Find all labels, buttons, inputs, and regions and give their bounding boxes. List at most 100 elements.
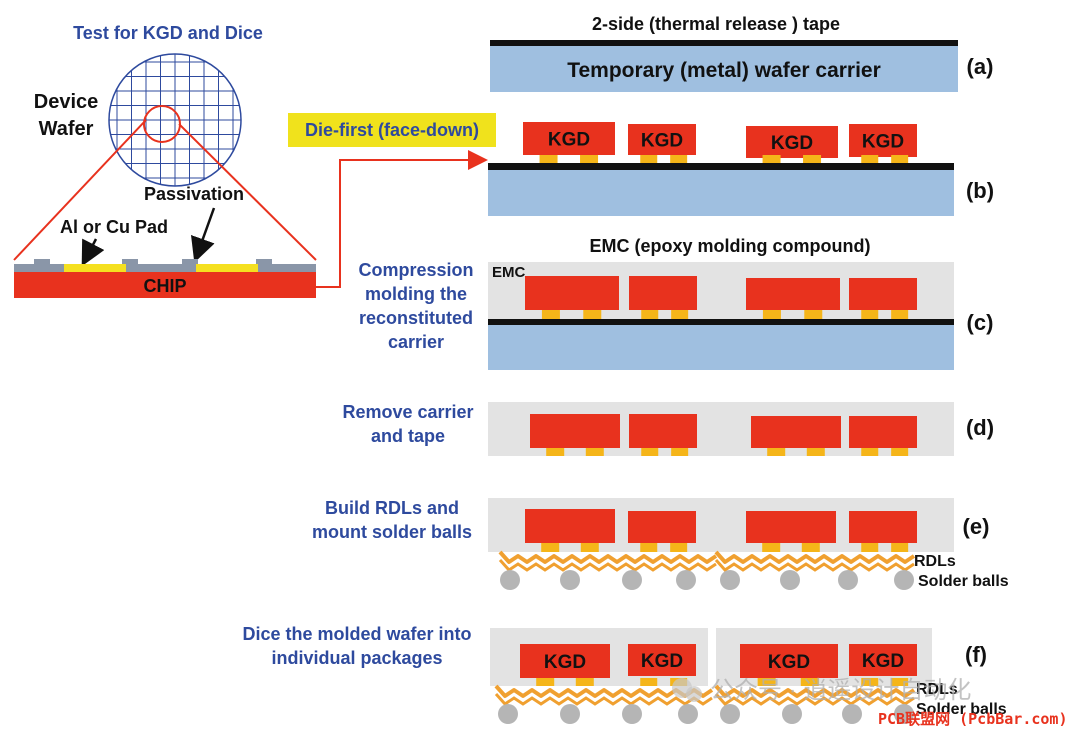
- kgd-die: [523, 122, 615, 155]
- die-pad: [640, 155, 658, 163]
- step-letter-d: (d): [966, 415, 994, 440]
- step-letter-a: (a): [967, 54, 994, 79]
- step-letter-e: (e): [963, 514, 990, 539]
- kgd-die: [520, 644, 610, 678]
- step-letter-f: (f): [965, 642, 987, 667]
- die-pad: [861, 310, 879, 319]
- die-pad: [762, 155, 781, 163]
- step-a: 2-side (thermal release ) tape Temporary…: [490, 14, 993, 92]
- rdl-label: RDLs: [916, 681, 958, 698]
- kgd-die: [849, 416, 917, 448]
- emc-title: EMC (epoxy molding compound): [590, 236, 871, 256]
- rdl-trace: [494, 692, 713, 706]
- die-pad: [641, 448, 659, 456]
- rdl-trace: [714, 692, 915, 706]
- rdl-trace: [498, 558, 717, 572]
- die-pad: [641, 310, 659, 319]
- kgd-die: [751, 416, 841, 448]
- kgd-die: [629, 276, 697, 310]
- kgd-label: KGD: [548, 130, 590, 151]
- kgd-die: [849, 278, 917, 310]
- solder-ball: [894, 704, 914, 724]
- tape: [488, 319, 954, 325]
- kgd-die: [849, 644, 917, 676]
- solder-ball: [498, 704, 518, 724]
- tape: [488, 163, 954, 170]
- zoom-line-left: [13, 119, 147, 261]
- solder-ball-label: Solder balls: [916, 701, 1007, 718]
- solder-ball: [838, 570, 858, 590]
- solder-ball: [894, 570, 914, 590]
- solder-ball: [782, 704, 802, 724]
- rdl-label: RDLs: [914, 553, 956, 570]
- solder-ball: [780, 570, 800, 590]
- die-pad: [670, 155, 688, 163]
- solder-ball: [500, 570, 520, 590]
- step-f: Dice the molded wafer into individual pa…: [242, 624, 1007, 724]
- step-letter-c: (c): [967, 310, 994, 335]
- die-pad: [891, 678, 909, 686]
- step-f-desc-1: Dice the molded wafer into: [242, 624, 471, 644]
- wafer-carrier: [490, 46, 958, 92]
- kgd-die: [628, 644, 696, 676]
- die-pad: [541, 310, 560, 319]
- kgd-die: [525, 509, 615, 543]
- solder-ball: [720, 704, 740, 724]
- kgd-die: [629, 414, 697, 448]
- die-pad: [891, 448, 909, 456]
- chip-label: CHIP: [143, 276, 186, 296]
- step-c: EMC (epoxy molding compound) Compression…: [358, 236, 993, 370]
- kgd-die: [849, 511, 917, 543]
- die-pad: [640, 678, 658, 686]
- die-pad: [583, 310, 602, 319]
- solder-ball: [678, 704, 698, 724]
- die-first-label: Die-first (face-down): [305, 120, 479, 140]
- die-pad: [891, 155, 909, 163]
- kgd-label: KGD: [862, 132, 904, 153]
- die-first-box: [288, 113, 496, 147]
- kgd-die: [746, 278, 840, 310]
- kgd-label: KGD: [641, 131, 683, 152]
- emc-short-label: EMC: [492, 264, 526, 281]
- die-pad: [762, 310, 781, 319]
- step-d: Remove carrier and tape (d): [342, 402, 994, 456]
- kgd-die: [525, 276, 619, 310]
- passivation-layer: [14, 264, 316, 272]
- tape: [490, 40, 958, 46]
- die-pad: [800, 678, 819, 686]
- step-d-desc-2: and tape: [371, 426, 445, 446]
- pad-arrow: [81, 238, 105, 267]
- wafer-section: Test for KGD and Dice Device Wafer Passi…: [13, 23, 488, 298]
- solder-ball-label: Solder balls: [918, 573, 1009, 590]
- step-c-desc-3: reconstituted: [359, 308, 473, 328]
- kgd-label: KGD: [544, 652, 586, 673]
- kgd-die: [628, 511, 696, 543]
- die-pad: [757, 678, 776, 686]
- passivation-label: Passivation: [144, 184, 244, 204]
- die-pad: [580, 155, 599, 163]
- device-wafer-label-2: Wafer: [39, 118, 94, 140]
- tape-label: 2-side (thermal release ) tape: [592, 14, 840, 34]
- step-c-desc-1: Compression: [358, 260, 473, 280]
- metal-pad: [196, 264, 258, 272]
- pad-label: Al or Cu Pad: [60, 217, 168, 237]
- chip-body: [14, 272, 316, 298]
- die-pad: [536, 678, 555, 686]
- chip-cross-section: CHIP: [14, 259, 316, 298]
- die-pad: [670, 543, 688, 552]
- rdl-trace: [714, 550, 916, 564]
- die-pad: [671, 310, 689, 319]
- step-e-desc-2: mount solder balls: [312, 522, 472, 542]
- die-pad: [804, 310, 823, 319]
- die-pad: [861, 155, 879, 163]
- die-pad: [539, 155, 558, 163]
- flow-arrow: [316, 150, 488, 288]
- kgd-die: [746, 511, 836, 543]
- die-pad: [861, 678, 879, 686]
- solder-ball: [622, 570, 642, 590]
- die-pad: [541, 543, 560, 552]
- die-pad: [801, 543, 820, 552]
- step-c-desc-2: molding the: [365, 284, 467, 304]
- metal-pad: [64, 264, 126, 272]
